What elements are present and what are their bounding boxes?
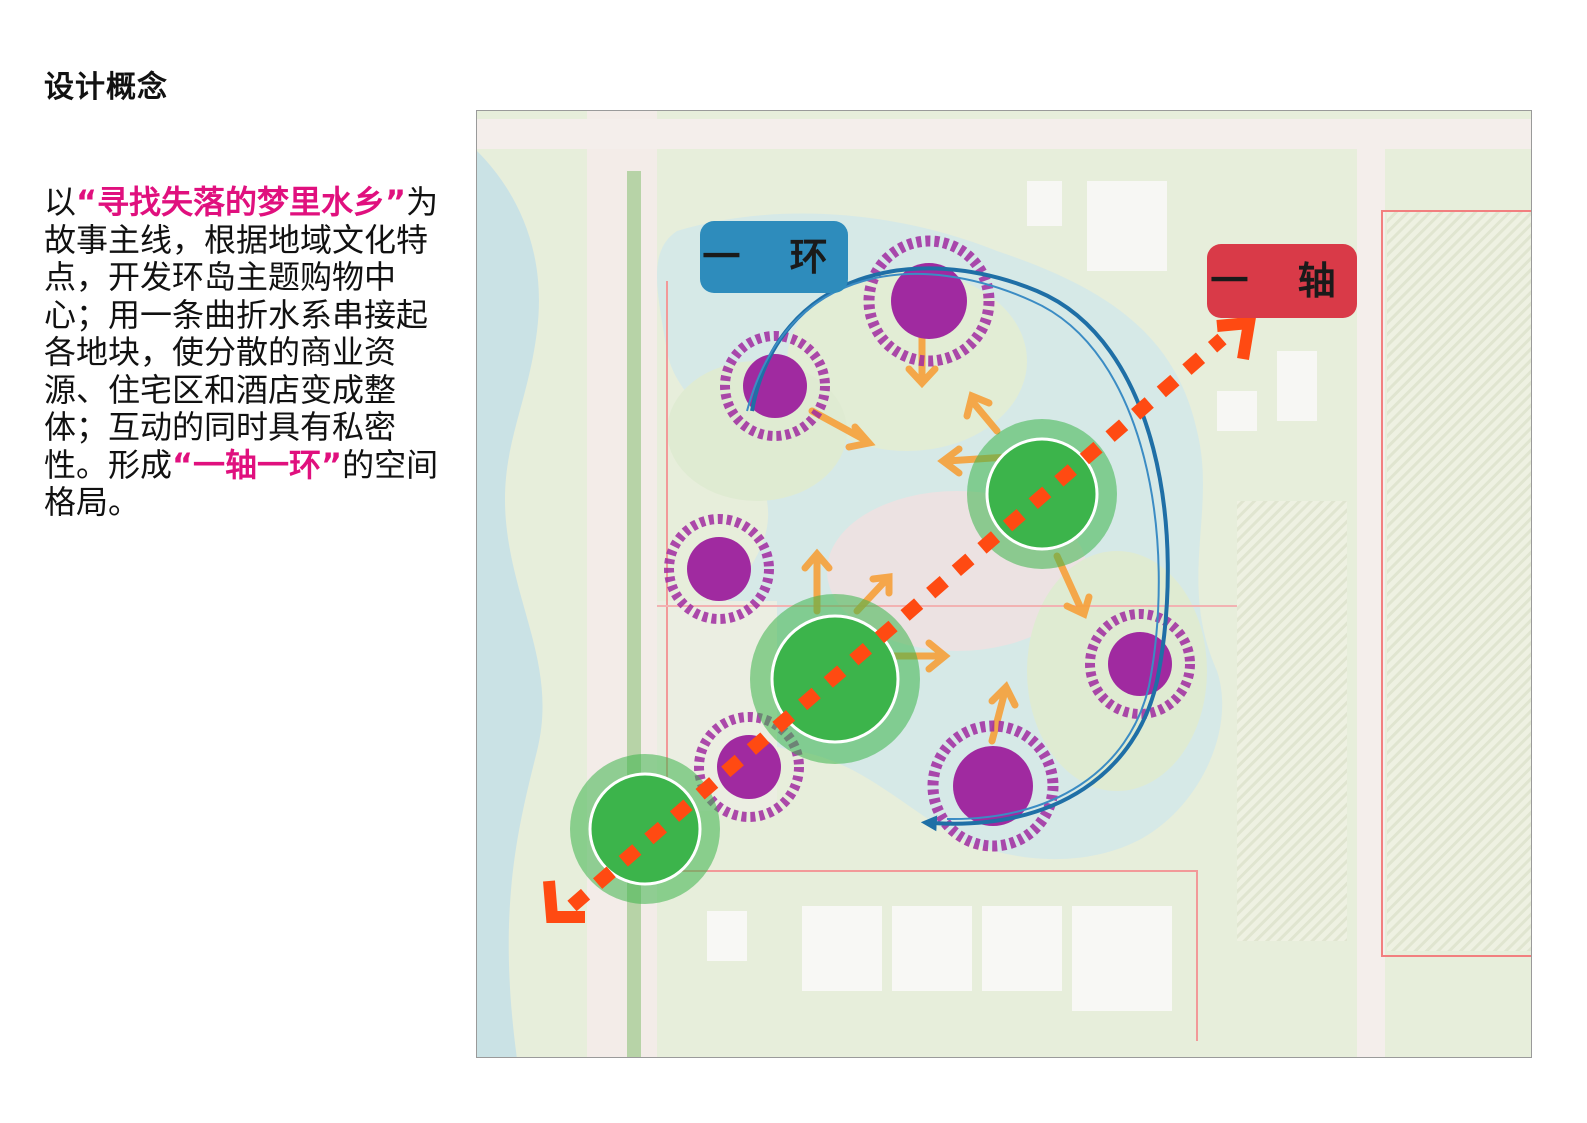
axis-head-ne [1216,316,1257,360]
building-south-2 [892,906,972,991]
purple-node-3 [664,514,774,624]
purple-node-2 [720,331,830,441]
building-north-2 [1027,181,1062,226]
axis-dotted [567,333,1227,912]
ring-loop [746,266,1170,832]
site-plan-map [476,110,1532,1058]
left-river [477,151,543,1057]
building-north-1 [1087,181,1167,271]
desc-part-3: 的空间格局。 [44,445,439,521]
north-road [477,119,1531,149]
east-road [1357,141,1385,1057]
east-residential [1387,211,1531,951]
building-east-2 [1217,391,1257,431]
axis-head-sw [543,880,585,923]
desc-part-2: 为故事主线，根据地域文化特点，开发环岛主题购物中心；用一条曲折水系串接起各地块，… [44,183,439,484]
ring-loop-inner [746,272,1160,821]
east-boundary [1381,210,1531,957]
building-southwest [707,911,747,961]
purple-nodes [664,235,1195,852]
axis-label: 一 轴 [1207,244,1357,318]
site-boundary [666,281,1198,1041]
concept-description: 以“寻找失落的梦里水乡”为故事主线，根据地域文化特点，开发环岛主题购物中心；用一… [44,183,454,522]
map-veil [477,111,1531,1057]
purple-node-5 [694,712,804,822]
green-node-3 [570,754,720,904]
desc-part-1: 以 [44,183,77,221]
east-residential-2 [1237,501,1347,941]
building-south-4 [1072,906,1172,1011]
ring-loop-outer [750,266,1170,832]
ring-label: 一 环 [700,221,848,293]
arrow-9 [988,681,1019,745]
desc-highlight-story: “寻找失落的梦里水乡” [76,183,407,221]
building-south-1 [802,906,882,991]
arrow-2 [808,407,876,451]
arrow-3 [963,391,1001,435]
site-plan-svg [477,111,1531,1057]
building-east-1 [1277,351,1317,421]
purple-node-6 [927,720,1059,852]
purple-node-1 [863,235,995,367]
building-south-3 [982,906,1062,991]
page-title: 设计概念 [44,70,168,105]
axis-line [543,316,1257,923]
desc-highlight-structure: “一轴一环” [172,445,343,484]
